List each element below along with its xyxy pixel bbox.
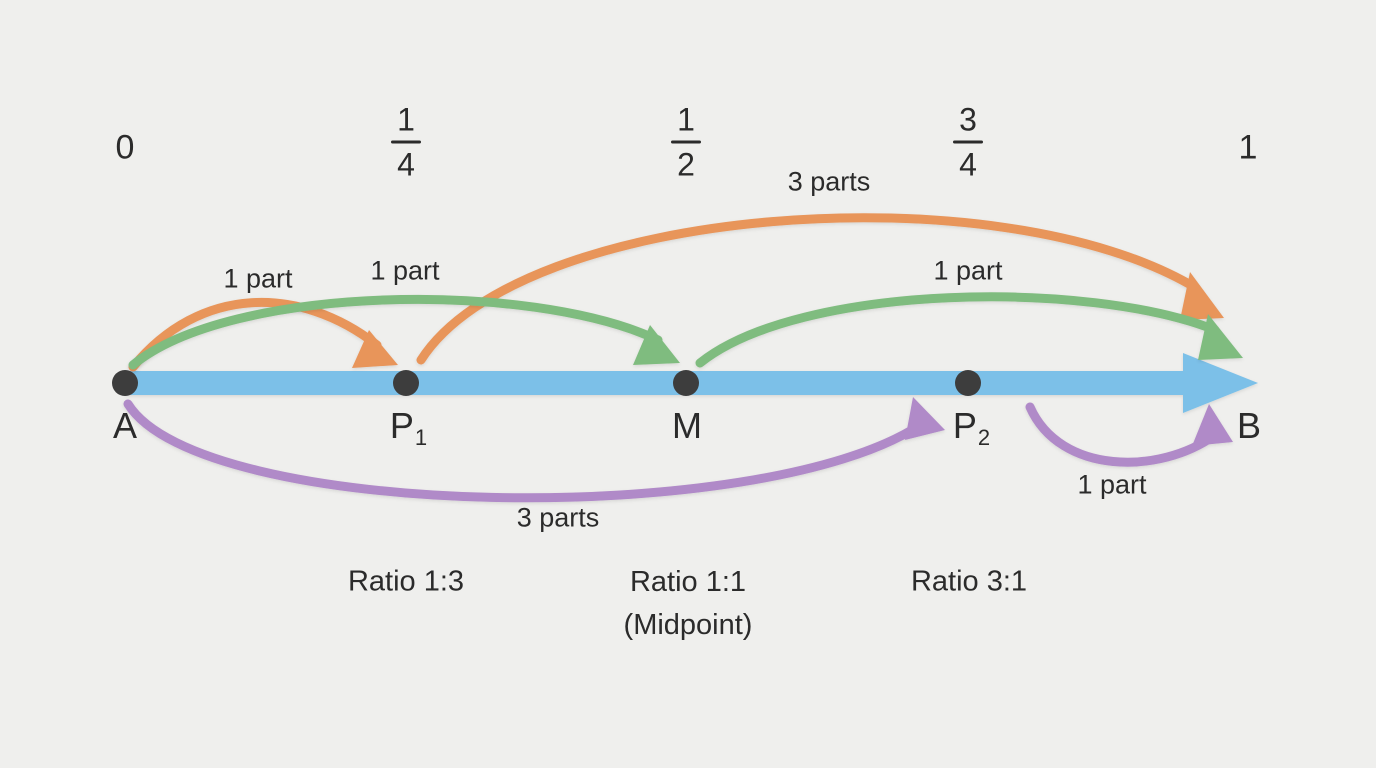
green-arrowhead-b [1198, 314, 1243, 360]
point-label-p1-text: P [389, 405, 414, 446]
fraction-numerator: 1 [677, 101, 695, 138]
fraction-bar [671, 140, 701, 144]
point-dot-a [112, 370, 138, 396]
number-line-bar [125, 371, 1190, 395]
ratio-caption-p2: Ratio 3:1 [911, 566, 1027, 599]
arc-label-orange-p1-to-b: 3 parts [787, 166, 871, 197]
orange-arrowhead-b [1180, 272, 1224, 320]
fraction-bar [391, 140, 421, 144]
fraction-denominator: 2 [677, 146, 695, 183]
orange-arc-group [128, 213, 1224, 372]
tick-label-1: 1 [1238, 128, 1258, 167]
fraction-bar [953, 140, 983, 144]
point-label-a-text: A [112, 405, 138, 446]
tick-label-0: 0 [115, 128, 135, 167]
green-arrowhead-m [633, 325, 680, 365]
arc-label-purple-a-to-p2: 3 parts [516, 502, 600, 533]
point-dot-p2 [955, 370, 981, 396]
purple-arc-p2-to-b [1025, 402, 1220, 467]
point-label-m: M [672, 405, 702, 447]
number-line-arrowhead [1183, 353, 1258, 413]
orange-arrowhead-p1 [352, 330, 398, 368]
point-dot-p1 [393, 370, 419, 396]
arc-label-purple-p2-to-b: 1 part [1077, 469, 1147, 500]
point-label-b-text: B [1236, 405, 1262, 446]
point-label-p2-subscript: 2 [977, 425, 991, 450]
point-label-p2-text: P [952, 405, 977, 446]
point-label-a: A [113, 405, 137, 447]
point-label-b: B [1237, 405, 1261, 447]
green-arc-group [128, 292, 1243, 370]
point-dots [112, 370, 981, 396]
green-arc-a-to-m [128, 294, 663, 370]
point-label-p1: P1 [389, 405, 428, 450]
tick-label-one-quarter: 1 4 [391, 104, 421, 181]
green-arc-m-to-b [695, 292, 1220, 368]
orange-arc-p1-to-b [416, 213, 1201, 365]
tick-label-three-quarters: 3 4 [953, 104, 983, 181]
ratio-caption-m-line2: (Midpoint) [623, 609, 753, 641]
point-label-m-text: M [672, 405, 702, 446]
purple-arc-a-to-p2 [123, 399, 925, 503]
fraction-denominator: 4 [959, 146, 977, 183]
fraction-numerator: 1 [397, 101, 415, 138]
arc-label-orange-a-to-p1: 1 part [223, 263, 293, 294]
ratio-caption-m-line1: Ratio 1:1 [629, 566, 747, 598]
purple-arrowhead-b [1192, 404, 1233, 446]
ratio-caption-p1: Ratio 1:3 [348, 566, 464, 599]
purple-arrowhead-p2 [905, 397, 945, 440]
ratio-caption-p2-line1: Ratio 3:1 [910, 565, 1028, 598]
point-dot-m [673, 370, 699, 396]
tick-label-one-half: 1 2 [671, 104, 701, 181]
orange-arc-a-to-p1 [128, 297, 382, 372]
ratio-caption-m: Ratio 1:1 (Midpoint) [624, 566, 753, 642]
point-label-p2: P2 [952, 405, 991, 450]
ratio-caption-p1-line1: Ratio 1:3 [347, 565, 465, 598]
purple-arc-group [123, 397, 1233, 503]
arc-label-green-a-to-m: 1 part [370, 255, 440, 286]
fraction-denominator: 4 [397, 146, 415, 183]
fraction-numerator: 3 [959, 101, 977, 138]
arc-label-green-m-to-b: 1 part [933, 255, 1003, 286]
number-line [125, 353, 1258, 413]
point-label-p1-subscript: 1 [414, 425, 428, 450]
